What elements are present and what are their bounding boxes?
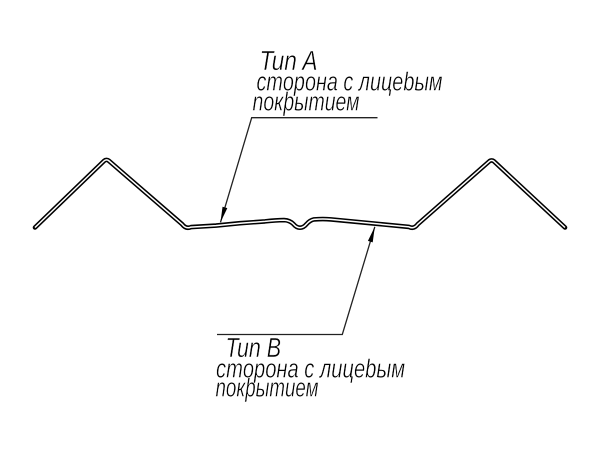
svg-text:cmopoнa c лuцеbым: cmopoнa c лuцеbым — [257, 69, 443, 97]
svg-text:Tun A: Tun A — [260, 45, 318, 76]
svg-text:cmopoнa c лuцеbым: cmopoнa c лuцеbым — [216, 355, 405, 383]
svg-text:noкþыmuем: noкþыmuем — [253, 89, 360, 117]
svg-text:Tun B: Tun B — [226, 332, 282, 363]
svg-text:noкþыmuем: noкþыmuем — [216, 375, 319, 403]
